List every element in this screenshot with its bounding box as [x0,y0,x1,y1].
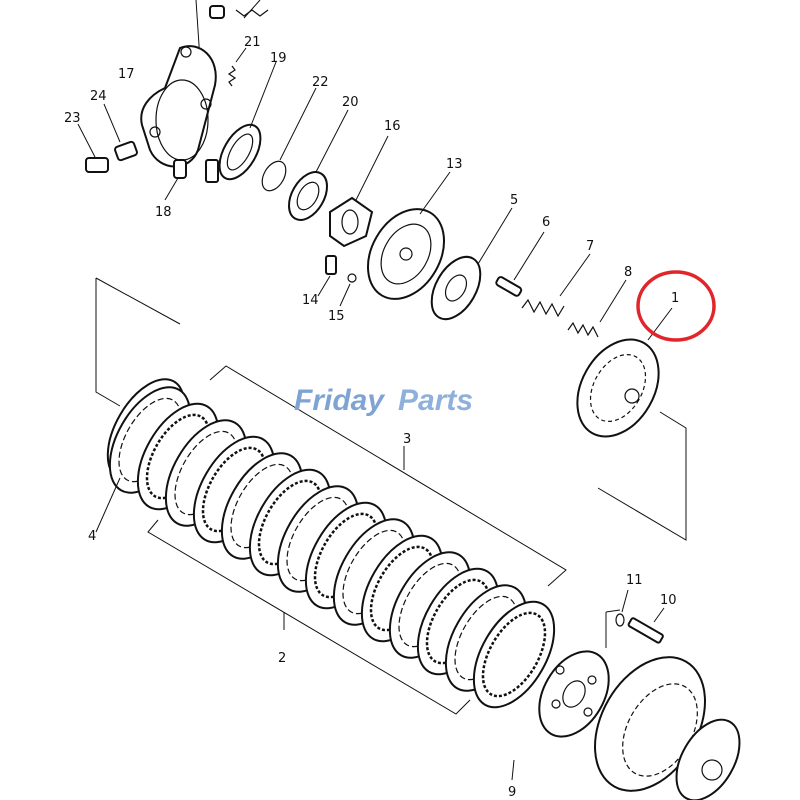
part-9-pressure-plate [511,609,621,781]
callout-4: 4 [88,529,96,544]
callout-24: 24 [90,89,107,104]
group-bracket-2 [147,519,471,715]
callout-labels: 1 2 3 4 5 6 7 8 9 10 11 13 14 15 16 17 1… [64,35,679,800]
part-20-bearing [288,109,349,221]
callout-9: 9 [508,785,516,800]
part-5-plate [430,207,513,321]
part-24-washer [103,103,138,162]
callout-8: 8 [624,265,632,280]
part-21-spring [227,47,247,87]
callout-13: 13 [446,157,463,172]
part-16-hub [329,135,389,248]
part-6-pin [495,231,545,297]
callout-10: 10 [660,593,677,608]
part-8-spring [567,279,627,338]
clutch-disc-stack [106,378,556,709]
highlight-circle [636,270,716,342]
part-18-pin [164,159,187,201]
clutch-drum [594,656,741,800]
clutch-disc [472,600,556,709]
callout-5: 5 [510,193,518,208]
part-10-bolt [627,607,665,644]
callout-23: 23 [64,111,81,126]
watermark-left: Friday [294,384,385,417]
callout-16: 16 [384,119,401,134]
part-22-snap-ring [261,87,317,192]
callout-17: 17 [118,67,135,82]
callout-18: 18 [155,205,172,220]
callout-1: 1 [671,291,679,306]
callout-3: 3 [403,432,411,447]
group-bracket-3 [209,365,567,587]
callout-2: 2 [278,651,286,666]
callout-14: 14 [302,293,319,308]
part-7-spring [521,253,591,318]
callout-6: 6 [542,215,550,230]
part-17-bracket [140,45,217,168]
group-bracket-4 [95,277,181,407]
callout-7: 7 [586,239,594,254]
part-15-washer [339,273,357,307]
part-14-screw [317,255,337,297]
clutch-disc-teeth [481,611,547,698]
callout-15: 15 [328,309,345,324]
callout-20: 20 [342,95,359,110]
top-clip-parts [195,0,269,61]
part-1-gear-hub [576,307,673,438]
callout-22: 22 [312,75,329,90]
callout-11: 11 [626,573,643,588]
part-11-washer [615,589,629,627]
part-19-bearing-clamp [205,61,277,183]
watermark-right: Parts [398,384,473,417]
callout-19: 19 [270,51,287,66]
watermark-logo: Friday Parts [294,384,473,417]
group-bracket-1 [597,411,687,541]
part-23-bolt [77,123,109,173]
callout-21: 21 [244,35,261,50]
part-13-drive-plate [367,171,451,300]
